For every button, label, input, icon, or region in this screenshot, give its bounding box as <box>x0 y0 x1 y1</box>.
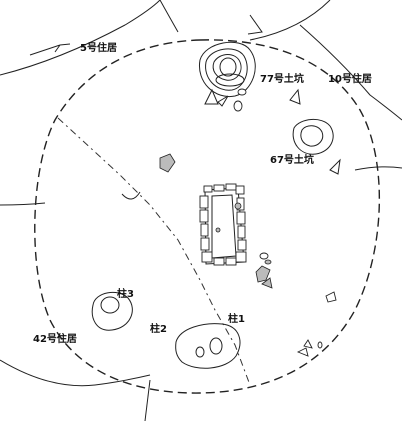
label-post-2: 柱2 <box>150 322 167 335</box>
pit-77 <box>198 41 256 112</box>
label-post-1: 柱1 <box>228 312 245 325</box>
hearth <box>199 183 247 266</box>
label-pit-77: 77号土坑 <box>260 72 304 85</box>
main-house-outline <box>34 39 381 394</box>
post-2 <box>175 323 241 369</box>
label-house-5: 5号住居 <box>80 41 117 54</box>
boundary-line <box>57 117 251 386</box>
label-house-10: 10号住居 <box>328 72 372 85</box>
boundary-notch <box>121 191 141 200</box>
pit-67 <box>292 119 334 155</box>
label-house-42: 42号住居 <box>33 332 77 345</box>
label-pit-67: 67号土坑 <box>270 153 314 166</box>
post-3 <box>91 291 133 331</box>
label-post-3: 柱3 <box>117 287 134 300</box>
small-stones <box>159 88 341 357</box>
